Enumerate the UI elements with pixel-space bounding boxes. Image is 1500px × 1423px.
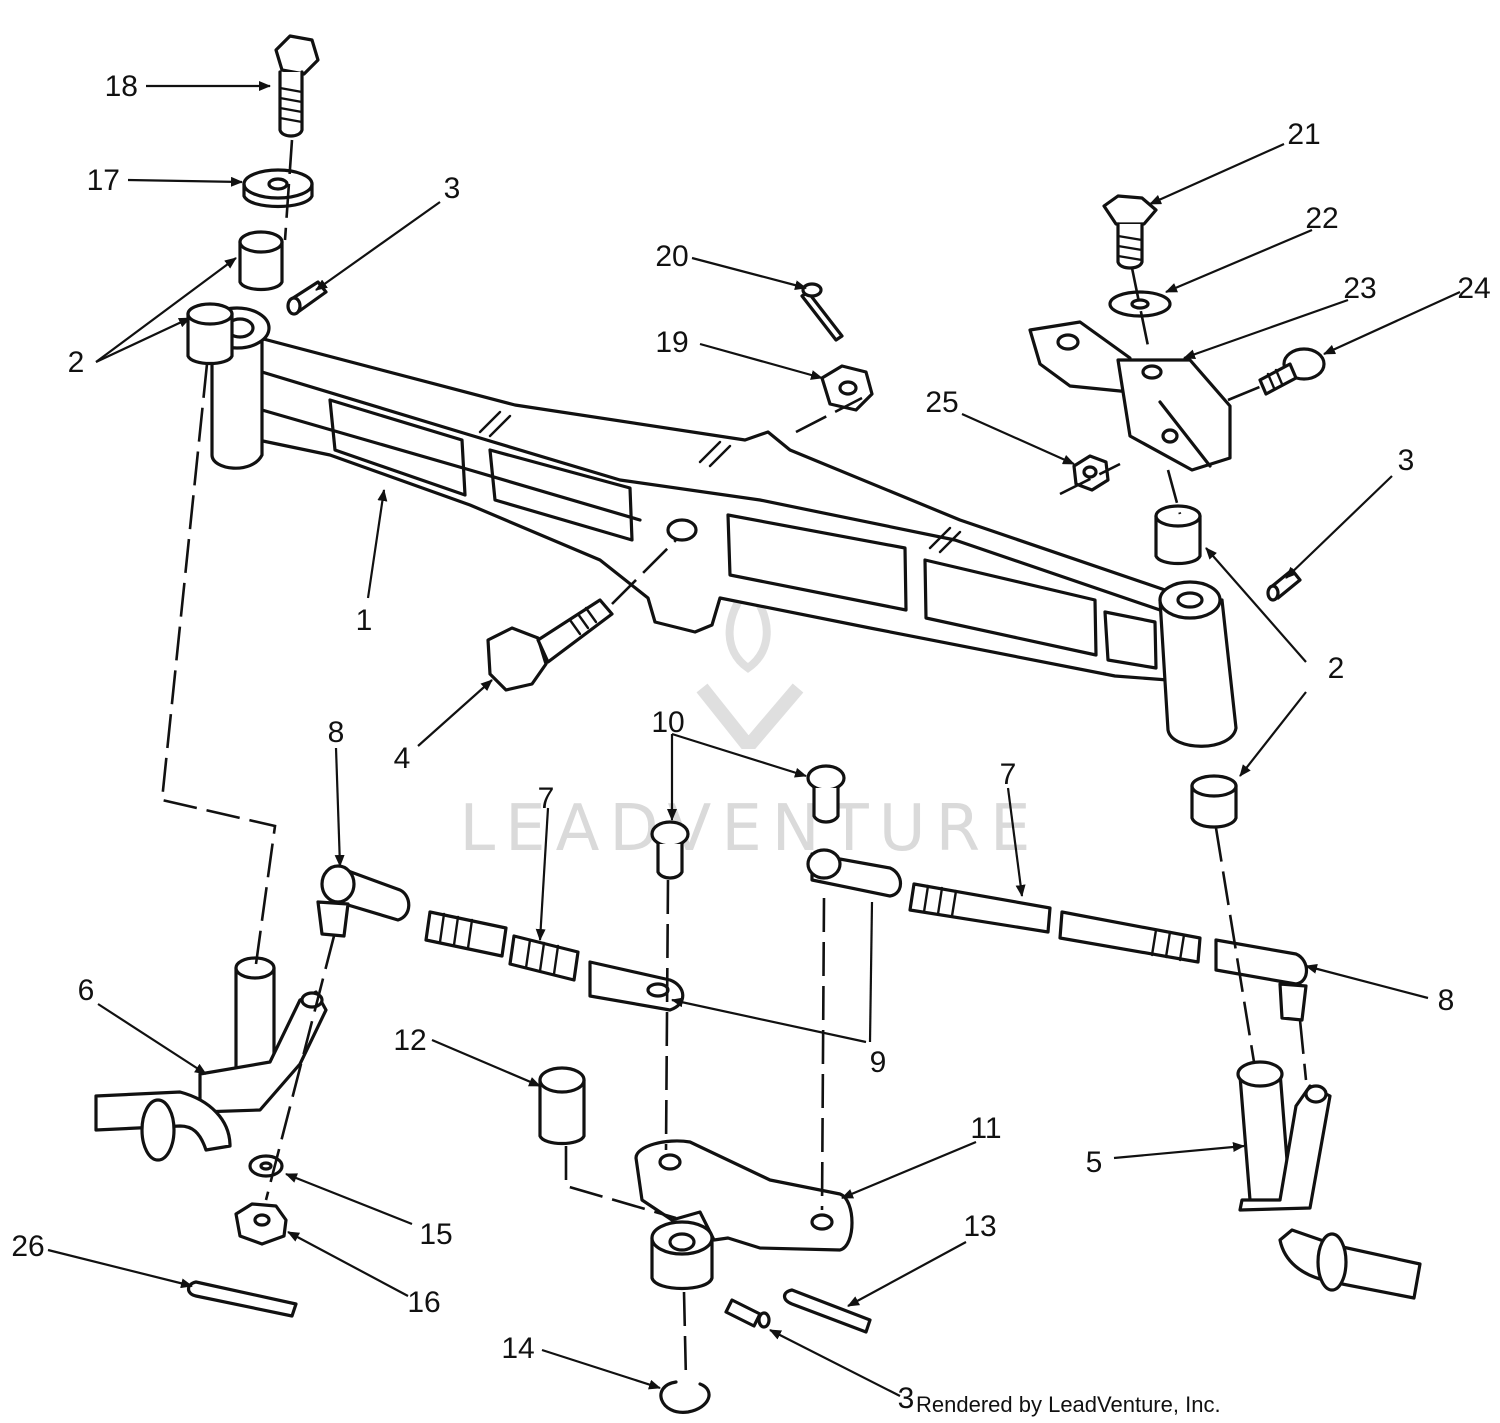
credit-text: Rendered by LeadVenture, Inc. [916, 1392, 1221, 1417]
callout-5: 5 [1086, 1146, 1103, 1179]
bushing-2-bottom-left [186, 302, 234, 366]
spindle-6 [94, 956, 328, 1162]
callout-12: 12 [393, 1024, 426, 1057]
arm-11 [634, 1139, 854, 1291]
callout-3-top-left: 3 [444, 172, 461, 205]
pivot-bolt-4 [486, 539, 677, 692]
bushing-2-lower-right [1190, 774, 1238, 829]
ball-joint-8-right [1214, 938, 1309, 1022]
snap-ring-14 [659, 1380, 711, 1414]
cotter-pin-13 [782, 1288, 872, 1334]
bolt-10-left [650, 820, 690, 880]
callout-9: 9 [870, 1046, 887, 1079]
callout-22: 22 [1305, 202, 1338, 235]
bolt-24 [1258, 347, 1326, 396]
callout-3-right: 3 [1398, 444, 1415, 477]
assembly-lines [160, 139, 1308, 1381]
cotter-pin-26 [186, 1280, 298, 1318]
grease-fitting-3-bottom [724, 1298, 771, 1329]
bushing-2-top-left [238, 230, 284, 292]
callout-2-right: 2 [1328, 652, 1345, 685]
leader-lines [47, 81, 1461, 1397]
nut-16 [234, 1202, 288, 1246]
callout-2-left: 2 [68, 346, 85, 379]
callout-10: 10 [651, 706, 684, 739]
callout-8-left: 8 [328, 716, 345, 749]
callout-26: 26 [11, 1230, 44, 1263]
callout-16: 16 [407, 1286, 440, 1319]
callout-6: 6 [78, 974, 95, 1007]
tie-rod-7-right [908, 882, 1202, 964]
watermark: LEADVENTURE [460, 581, 1041, 866]
callout-17: 17 [87, 164, 120, 197]
callout-19: 19 [655, 326, 688, 359]
bolt-10-right [806, 764, 846, 824]
callout-14: 14 [501, 1332, 534, 1365]
callout-11: 11 [970, 1112, 1001, 1145]
callout-24: 24 [1457, 272, 1490, 305]
grease-fitting-3-right [1266, 568, 1302, 602]
bolt-18 [274, 34, 320, 138]
ball-joint-9-right [806, 848, 903, 898]
tie-rod-7-left [424, 910, 685, 1012]
cap-12 [538, 1066, 586, 1146]
callout-3-bottom: 3 [898, 1382, 915, 1415]
callout-23: 23 [1343, 272, 1376, 305]
washer-17 [242, 168, 314, 209]
bushing-2-upper-right [1154, 504, 1202, 566]
callout-8-right: 8 [1438, 984, 1455, 1017]
callout-7-right: 7 [1000, 758, 1017, 791]
spindle-5 [1236, 1060, 1422, 1300]
callout-1: 1 [356, 604, 373, 637]
callout-20: 20 [655, 240, 688, 273]
steering-arm-23 [1028, 320, 1232, 472]
callout-13: 13 [963, 1210, 996, 1243]
bolt-21 [1102, 194, 1158, 270]
ball-joint-8-left [316, 864, 411, 938]
washer-22 [1108, 290, 1172, 318]
callout-labels: 18 17 3 2 21 22 23 24 20 19 25 3 1 2 4 1… [11, 70, 1490, 1415]
callout-25: 25 [925, 386, 958, 419]
callout-21: 21 [1287, 118, 1320, 151]
watermark-text: LEADVENTURE [460, 792, 1041, 866]
callout-15: 15 [419, 1218, 452, 1251]
callout-18: 18 [105, 70, 138, 103]
callout-4: 4 [394, 742, 411, 775]
castle-nut-19 [820, 364, 874, 412]
callout-7-left: 7 [538, 782, 555, 815]
cotter-pin-20 [800, 282, 844, 342]
